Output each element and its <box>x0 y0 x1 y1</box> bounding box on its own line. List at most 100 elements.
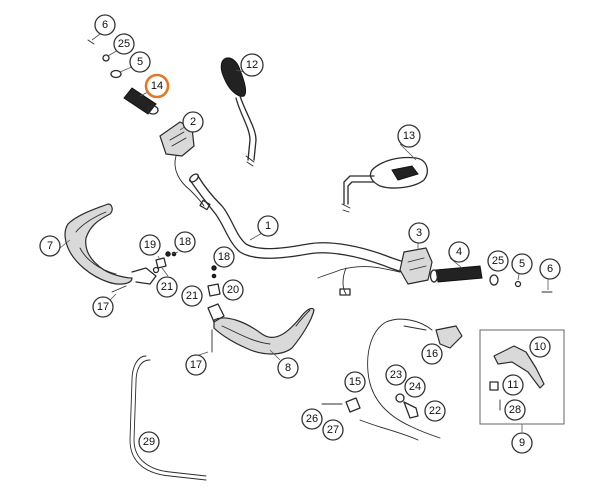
callout-25-right: 25 <box>487 250 509 272</box>
part-23 <box>395 393 405 403</box>
svg-text:18: 18 <box>179 236 191 248</box>
svg-text:28: 28 <box>509 404 521 416</box>
part-11 <box>489 381 499 391</box>
right-mirror-stem <box>343 175 375 205</box>
callout-25-top: 25 <box>113 33 135 55</box>
right-end-washer <box>489 274 499 286</box>
svg-text:6: 6 <box>547 263 553 275</box>
svg-text:19: 19 <box>144 239 156 251</box>
callout-21-left: 21 <box>156 276 178 298</box>
left-switch-cable <box>174 155 205 207</box>
svg-text:3: 3 <box>416 227 422 239</box>
callout-28: 28 <box>504 399 526 421</box>
cable-29 <box>129 355 207 481</box>
clutch-cable <box>367 318 441 439</box>
end-weight-washer <box>110 69 122 79</box>
callout-5-right: 5 <box>511 253 533 275</box>
callout-15: 15 <box>344 371 366 393</box>
svg-text:25: 25 <box>492 255 504 267</box>
svg-text:27: 27 <box>327 424 339 436</box>
part-24 <box>403 401 419 419</box>
svg-text:21: 21 <box>186 290 198 302</box>
svg-text:16: 16 <box>426 348 438 360</box>
callout-26: 26 <box>301 408 323 430</box>
callout-8: 8 <box>277 357 299 379</box>
svg-text:5: 5 <box>519 258 525 270</box>
svg-text:14: 14 <box>151 80 163 92</box>
left-handguard-bracket <box>131 267 157 285</box>
callout-2: 2 <box>182 111 204 133</box>
svg-text:17: 17 <box>190 359 202 371</box>
svg-text:22: 22 <box>429 405 441 417</box>
callout-14-highlighted: 14 <box>144 73 170 99</box>
callout-3: 3 <box>408 222 430 244</box>
svg-text:2: 2 <box>190 116 196 128</box>
svg-text:21: 21 <box>161 281 173 293</box>
callout-16: 16 <box>421 343 443 365</box>
svg-text:29: 29 <box>143 436 155 448</box>
right-end-weight <box>514 280 522 288</box>
end-weight <box>102 54 110 62</box>
grip-end <box>147 105 159 115</box>
svg-text:26: 26 <box>306 413 318 425</box>
callout-29: 29 <box>138 431 160 453</box>
svg-text:8: 8 <box>285 362 291 374</box>
left-mirror-stem <box>235 95 257 161</box>
callout-22: 22 <box>424 400 446 422</box>
right-switch <box>399 247 433 285</box>
svg-text:18: 18 <box>218 251 230 263</box>
left-grip <box>123 87 157 115</box>
bolt-17-left <box>111 285 127 293</box>
svg-text:24: 24 <box>409 381 421 393</box>
callout-5-top: 5 <box>129 51 151 73</box>
left-switch <box>159 121 195 157</box>
callout-18-right: 18 <box>213 246 235 268</box>
svg-text:7: 7 <box>47 240 53 252</box>
svg-text:17: 17 <box>97 301 109 313</box>
callout-17-left: 17 <box>92 296 114 318</box>
svg-text:6: 6 <box>102 19 108 31</box>
svg-text:13: 13 <box>403 130 415 142</box>
right-handguard-bracket <box>207 303 225 323</box>
right-grip <box>435 265 483 283</box>
callout-4: 4 <box>448 241 470 263</box>
svg-text:5: 5 <box>137 56 143 68</box>
callout-27: 27 <box>322 419 344 441</box>
handlebar-end <box>189 173 199 183</box>
leader-lines <box>59 33 549 361</box>
svg-text:25: 25 <box>118 38 130 50</box>
callout-17-right: 17 <box>185 354 207 376</box>
right-handguard <box>213 307 315 355</box>
callout-10: 10 <box>529 336 551 358</box>
callout-1: 1 <box>257 215 279 237</box>
svg-text:11: 11 <box>507 379 518 391</box>
callout-20: 20 <box>222 279 244 301</box>
clutch-lever-16 <box>435 325 463 349</box>
part-27-clamp <box>345 397 361 413</box>
svg-text:9: 9 <box>519 437 525 449</box>
svg-text:23: 23 <box>390 369 402 381</box>
svg-text:12: 12 <box>246 59 258 71</box>
callout-18-left: 18 <box>174 231 196 253</box>
clamp-21-right <box>207 283 221 297</box>
svg-text:10: 10 <box>534 341 546 353</box>
cable-connector <box>339 288 351 296</box>
callout-6-right: 6 <box>539 258 561 280</box>
svg-text:1: 1 <box>265 220 271 232</box>
callout-6-top: 6 <box>94 14 116 36</box>
callout-19: 19 <box>139 234 161 256</box>
callout-24: 24 <box>404 376 426 398</box>
clamp-21-left <box>155 257 167 269</box>
callout-12: 12 <box>240 53 264 77</box>
brake-lever <box>493 345 545 389</box>
svg-text:4: 4 <box>456 246 462 258</box>
left-mirror-head <box>220 57 247 97</box>
svg-text:15: 15 <box>349 376 361 388</box>
callout-21-right: 21 <box>181 285 203 307</box>
callout-9: 9 <box>511 432 533 454</box>
callout-7: 7 <box>39 235 61 257</box>
screw-left <box>87 39 95 45</box>
callout-13: 13 <box>397 124 421 148</box>
